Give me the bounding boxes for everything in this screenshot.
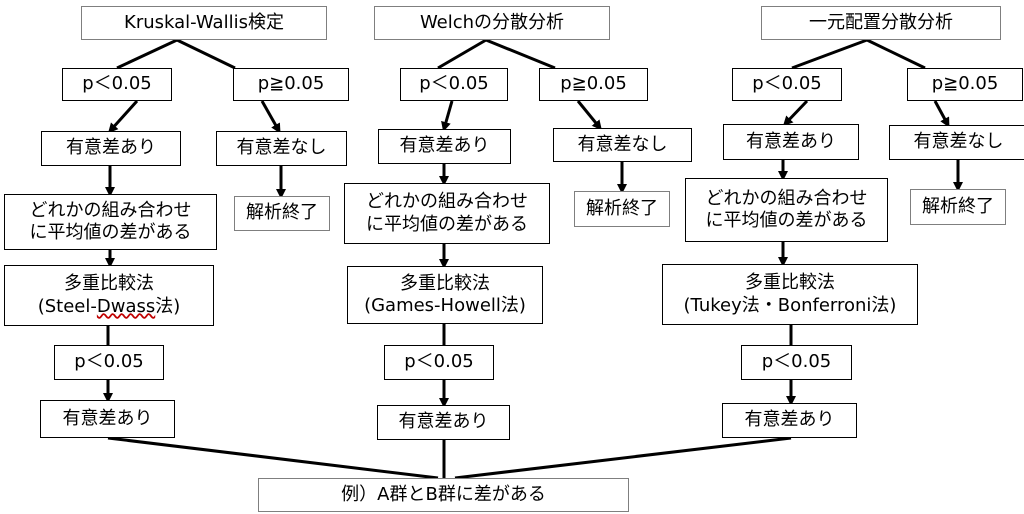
col1-multiple-comparison: 多重比較法 (Steel-Dwass法): [4, 265, 214, 326]
col2-analysis-end: 解析終了: [574, 191, 670, 227]
col2-p-less-than-2: p＜0.05: [384, 345, 494, 380]
col1-some-pair-differs: どれかの組み合わせ に平均値の差がある: [4, 194, 217, 250]
col1-not-significant: 有意差なし: [216, 131, 347, 166]
col3-significant-2: 有意差あり: [722, 403, 857, 438]
col1-analysis-end: 解析終了: [234, 196, 330, 231]
one-way-anova: 一元配置分散分析: [761, 6, 1001, 40]
col2-p-greater-equal: p≧0.05: [539, 68, 648, 101]
edge-pge-to-nosig: [933, 100, 950, 128]
edge-kw-to-plt: [116, 38, 178, 70]
col3-not-significant: 有意差なし: [889, 125, 1024, 160]
edge-pge-to-nosig: [260, 100, 281, 134]
col3-analysis-end: 解析終了: [910, 189, 1006, 225]
kruskal-wallis-test: Kruskal-Wallis検定: [81, 6, 327, 40]
col1-significant-2: 有意差あり: [40, 400, 175, 438]
col2-not-significant: 有意差なし: [553, 128, 692, 162]
edge-kw-to-pge: [176, 38, 236, 70]
edge-anova-to-pge: [866, 38, 926, 70]
example-groups-differ: 例）A群とB群に差がある: [258, 478, 629, 512]
col2-multiple-comparison: 多重比較法 (Games-Howell法): [347, 266, 543, 324]
col1-p-less-than-2: p＜0.05: [54, 345, 164, 380]
col3-p-greater-equal: p≧0.05: [907, 68, 1023, 101]
col3-p-less-than: p＜0.05: [732, 68, 842, 101]
edge-plt-to-sig: [107, 99, 139, 134]
edge-pge-to-nosig: [576, 100, 602, 131]
edge-welch-to-plt: [437, 38, 487, 70]
col2-significant-2: 有意差あり: [377, 405, 510, 440]
edge-anova-to-plt: [791, 38, 868, 70]
welch-anova: Welchの分散分析: [374, 6, 610, 40]
col2-significant: 有意差あり: [378, 129, 511, 164]
col2-some-pair-differs: どれかの組み合わせ に平均値の差がある: [344, 183, 550, 244]
col2-p-less-than: p＜0.05: [400, 68, 508, 101]
edge-col3-to-example: [454, 436, 792, 480]
col3-multiple-comparison: 多重比較法 (Tukey法・Bonferroni法): [662, 264, 918, 325]
edge-col1-to-example: [107, 436, 439, 480]
col1-p-greater-equal: p≧0.05: [233, 68, 349, 101]
col1-p-less-than: p＜0.05: [62, 68, 172, 101]
edge-welch-to-pge: [485, 38, 556, 70]
edge-plt-to-sig: [441, 100, 454, 132]
col3-significant: 有意差あり: [723, 124, 859, 160]
col3-some-pair-differs: どれかの組み合わせ に平均値の差がある: [685, 178, 888, 242]
col1-significant: 有意差あり: [41, 131, 181, 166]
col3-p-less-than-2: p＜0.05: [741, 345, 852, 380]
edge-plt-to-sig: [782, 99, 809, 127]
